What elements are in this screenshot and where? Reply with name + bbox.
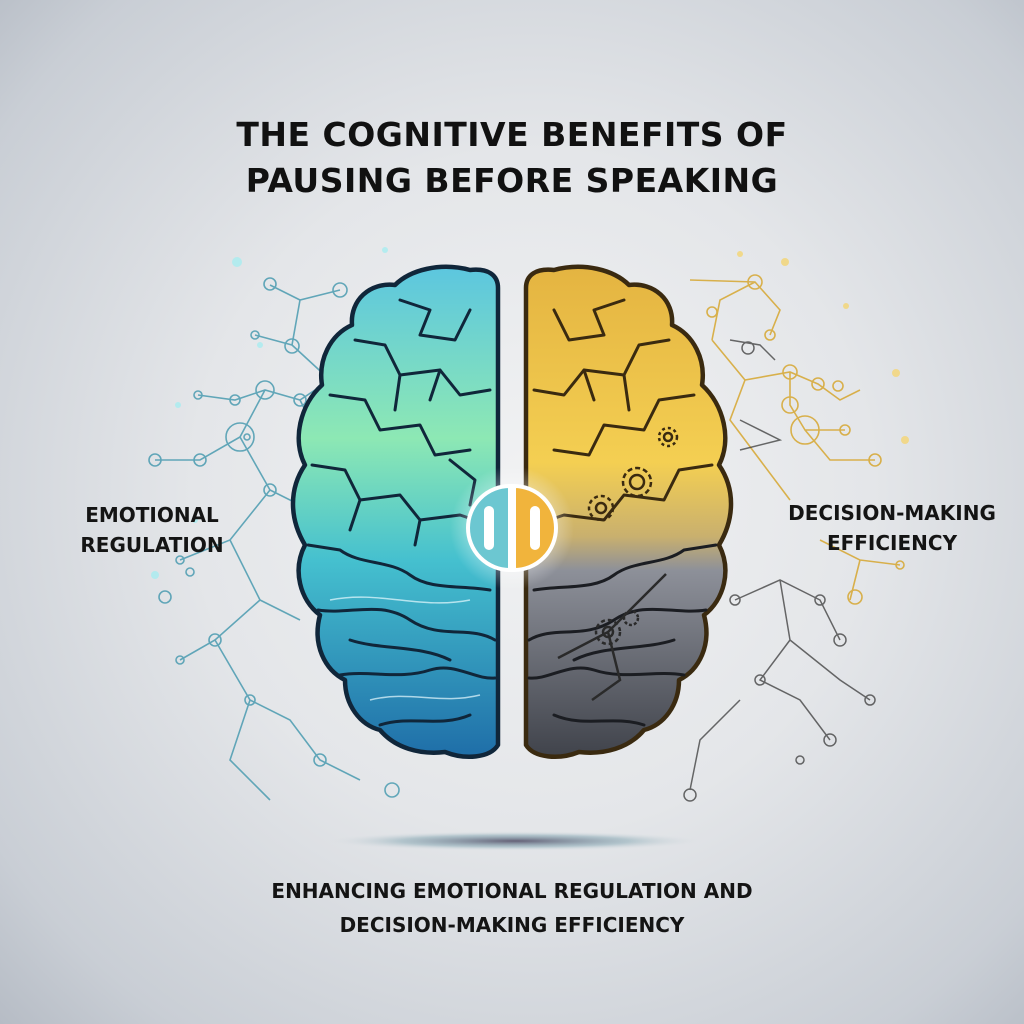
gear-icon [587, 426, 679, 522]
subtitle-line-1: ENHANCING EMOTIONAL REGULATION AND [271, 879, 753, 903]
gear-icon-lower [557, 573, 667, 702]
emotional-regulation-label: EMOTIONAL REGULATION [62, 500, 242, 560]
page-title: THE COGNITIVE BENEFITS OF PAUSING BEFORE… [0, 112, 1024, 204]
brain-right-hemisphere [523, 264, 734, 759]
title-line-1: THE COGNITIVE BENEFITS OF [236, 115, 788, 154]
right-neural-network [689, 274, 905, 605]
pause-icon [450, 466, 574, 590]
ground-shadow [325, 831, 705, 851]
decision-making-label: DECISION-MAKING EFFICIENCY [774, 498, 1010, 558]
right-label-line-2: EFFICIENCY [826, 531, 958, 555]
subtitle-line-2: DECISION-MAKING EFFICIENCY [339, 913, 685, 937]
left-label-line-2: REGULATION [80, 533, 224, 557]
title-line-2: PAUSING BEFORE SPEAKING [245, 161, 779, 200]
right-neural-network-dark [683, 339, 876, 802]
brain-left-hemisphere [290, 264, 501, 759]
subtitle: ENHANCING EMOTIONAL REGULATION AND DECIS… [0, 874, 1024, 942]
right-label-line-1: DECISION-MAKING [788, 501, 996, 525]
left-label-line-1: EMOTIONAL [85, 503, 219, 527]
